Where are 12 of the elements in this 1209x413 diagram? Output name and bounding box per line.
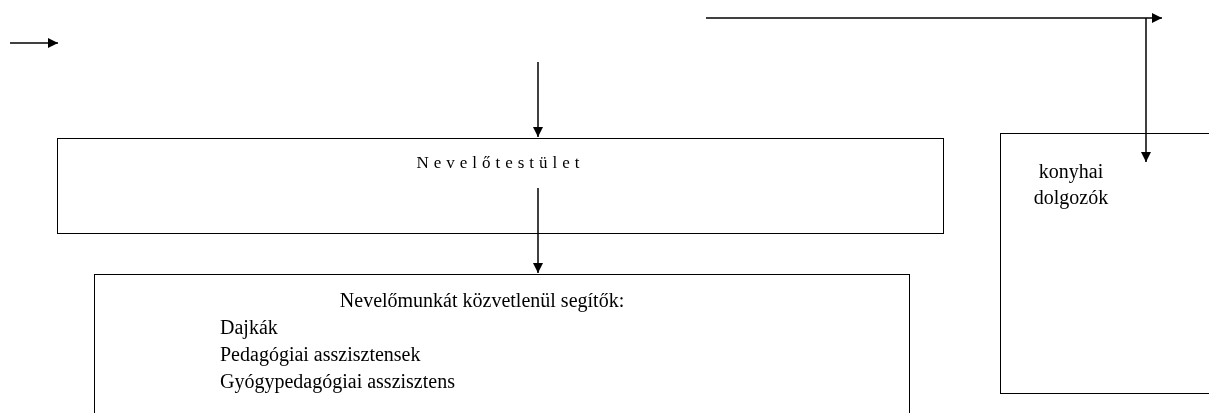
box-title: Nevelőtestület — [415, 153, 586, 173]
arrow — [533, 61, 543, 138]
box-heading: Nevelőmunkát közvetlenül segítők: — [338, 288, 626, 313]
list-item: Pedagógiai asszisztensek — [220, 342, 421, 367]
org-box — [57, 138, 944, 234]
box-label: konyhai dolgozók — [1032, 159, 1110, 210]
arrow — [1141, 17, 1151, 163]
list-item: Gyógypedagógiai asszisztens — [220, 369, 455, 394]
org-box — [1000, 133, 1209, 394]
arrow — [533, 187, 543, 274]
org-box — [94, 274, 910, 413]
list-item: Dajkák — [220, 315, 278, 340]
